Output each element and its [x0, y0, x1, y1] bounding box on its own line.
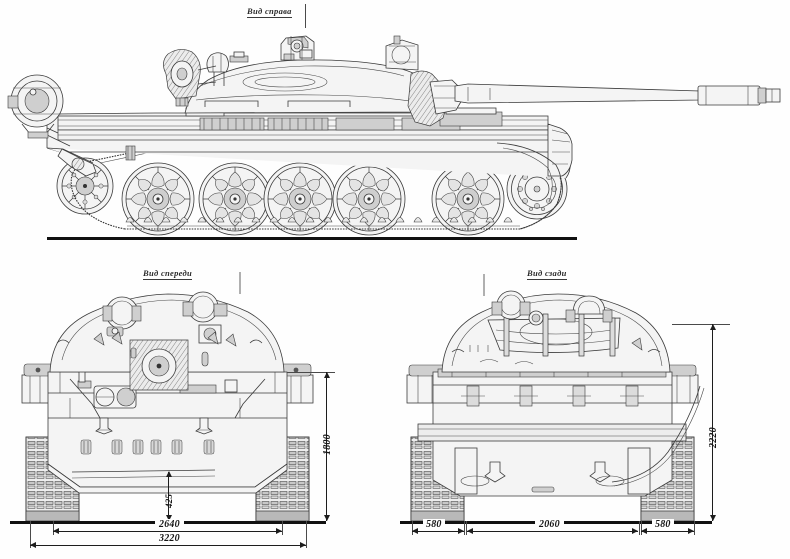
side-cupola: [280, 35, 315, 61]
side-bracket: [125, 145, 136, 161]
dim-2060-ext-right: [639, 521, 640, 535]
dim-425-line: [168, 472, 169, 521]
dim-2060-arrow-right: [632, 528, 638, 534]
dim-3220-arrow-right: [300, 542, 306, 548]
side-view-group: [7, 35, 781, 236]
dim-580-right-label: 580: [652, 519, 674, 530]
dim-2060-ext-left: [466, 521, 467, 535]
rear-hull: [417, 361, 705, 497]
dim-2640-line: [53, 531, 282, 532]
side-front-towing: [57, 148, 97, 177]
side-main-gun-barrel: [454, 83, 781, 106]
view-title-side: Вид справа: [247, 6, 292, 18]
dim-580r-arrow-right: [688, 528, 694, 534]
side-title-leader: [305, 4, 306, 28]
dim-580l-arrow-left: [412, 528, 418, 534]
rear-view-group: [406, 274, 705, 522]
front-hull: [47, 363, 288, 494]
dim-580r-line: [641, 531, 694, 532]
dim-1800-label: 1800: [322, 434, 333, 455]
dim-580r-ext-right: [694, 521, 695, 535]
rear-cupola: [491, 290, 544, 326]
dim-2220-line: [712, 324, 713, 521]
dim-580l-ext-right: [464, 521, 465, 535]
rear-turret: [441, 274, 671, 373]
side-turret-rear-stowage: [385, 35, 419, 71]
dim-2060-arrow-left: [467, 528, 473, 534]
side-turret: [184, 35, 431, 114]
dim-3220-arrow-left: [30, 542, 36, 548]
dim-2220-arrow-bottom: [709, 515, 716, 521]
dim-580r-arrow-left: [641, 528, 647, 534]
front-headlights: [93, 385, 137, 409]
rear-lower-fittings: [454, 447, 651, 495]
dim-1800-ext-top: [287, 372, 335, 373]
side-road-wheels: [121, 162, 505, 236]
dim-2640-arrow-left: [53, 528, 59, 534]
side-turret-front-detail: [163, 49, 217, 107]
front-cupola: [102, 296, 142, 337]
side-view-ground-line: [47, 237, 577, 240]
dim-580-left-label: 580: [423, 519, 445, 530]
dim-2220-ext-top: [672, 324, 730, 325]
dim-3220-label: 3220: [155, 533, 184, 544]
dim-425-arrow-bottom: [165, 515, 172, 521]
dim-425-label: 425: [164, 493, 174, 508]
dim-1800-arrow-top: [323, 372, 330, 378]
dim-580l-line: [412, 531, 464, 532]
dim-2060-line: [467, 531, 638, 532]
dim-3220-line: [30, 545, 306, 546]
front-tow-hooks: [95, 417, 213, 435]
view-title-rear: Вид сзади: [527, 268, 567, 280]
front-turret: [49, 272, 285, 391]
dim-425-arrow-top: [165, 471, 172, 477]
dim-1800-line: [326, 372, 327, 521]
dim-1800-arrow-bottom: [323, 515, 330, 521]
dim-2220-label: 2220: [708, 427, 719, 448]
side-idler-wheel: [56, 157, 114, 215]
dim-3220-ext-left: [30, 521, 31, 548]
front-view-group: [21, 272, 314, 522]
side-gun-mantlet: [407, 70, 463, 127]
side-loader-hatch: [229, 51, 249, 63]
dim-2640-ext-right: [282, 521, 283, 535]
dim-2640-label: 2640: [155, 519, 184, 530]
dim-2220-arrow-top: [709, 324, 716, 330]
dim-3220-ext-right: [306, 521, 307, 548]
side-headlight-assembly: [7, 74, 64, 139]
dim-2640-arrow-right: [276, 528, 282, 534]
dim-2060-label: 2060: [535, 519, 564, 530]
view-title-front: Вид спереди: [143, 268, 193, 280]
rear-loader-hatch: [565, 295, 613, 323]
dim-580l-arrow-right: [458, 528, 464, 534]
